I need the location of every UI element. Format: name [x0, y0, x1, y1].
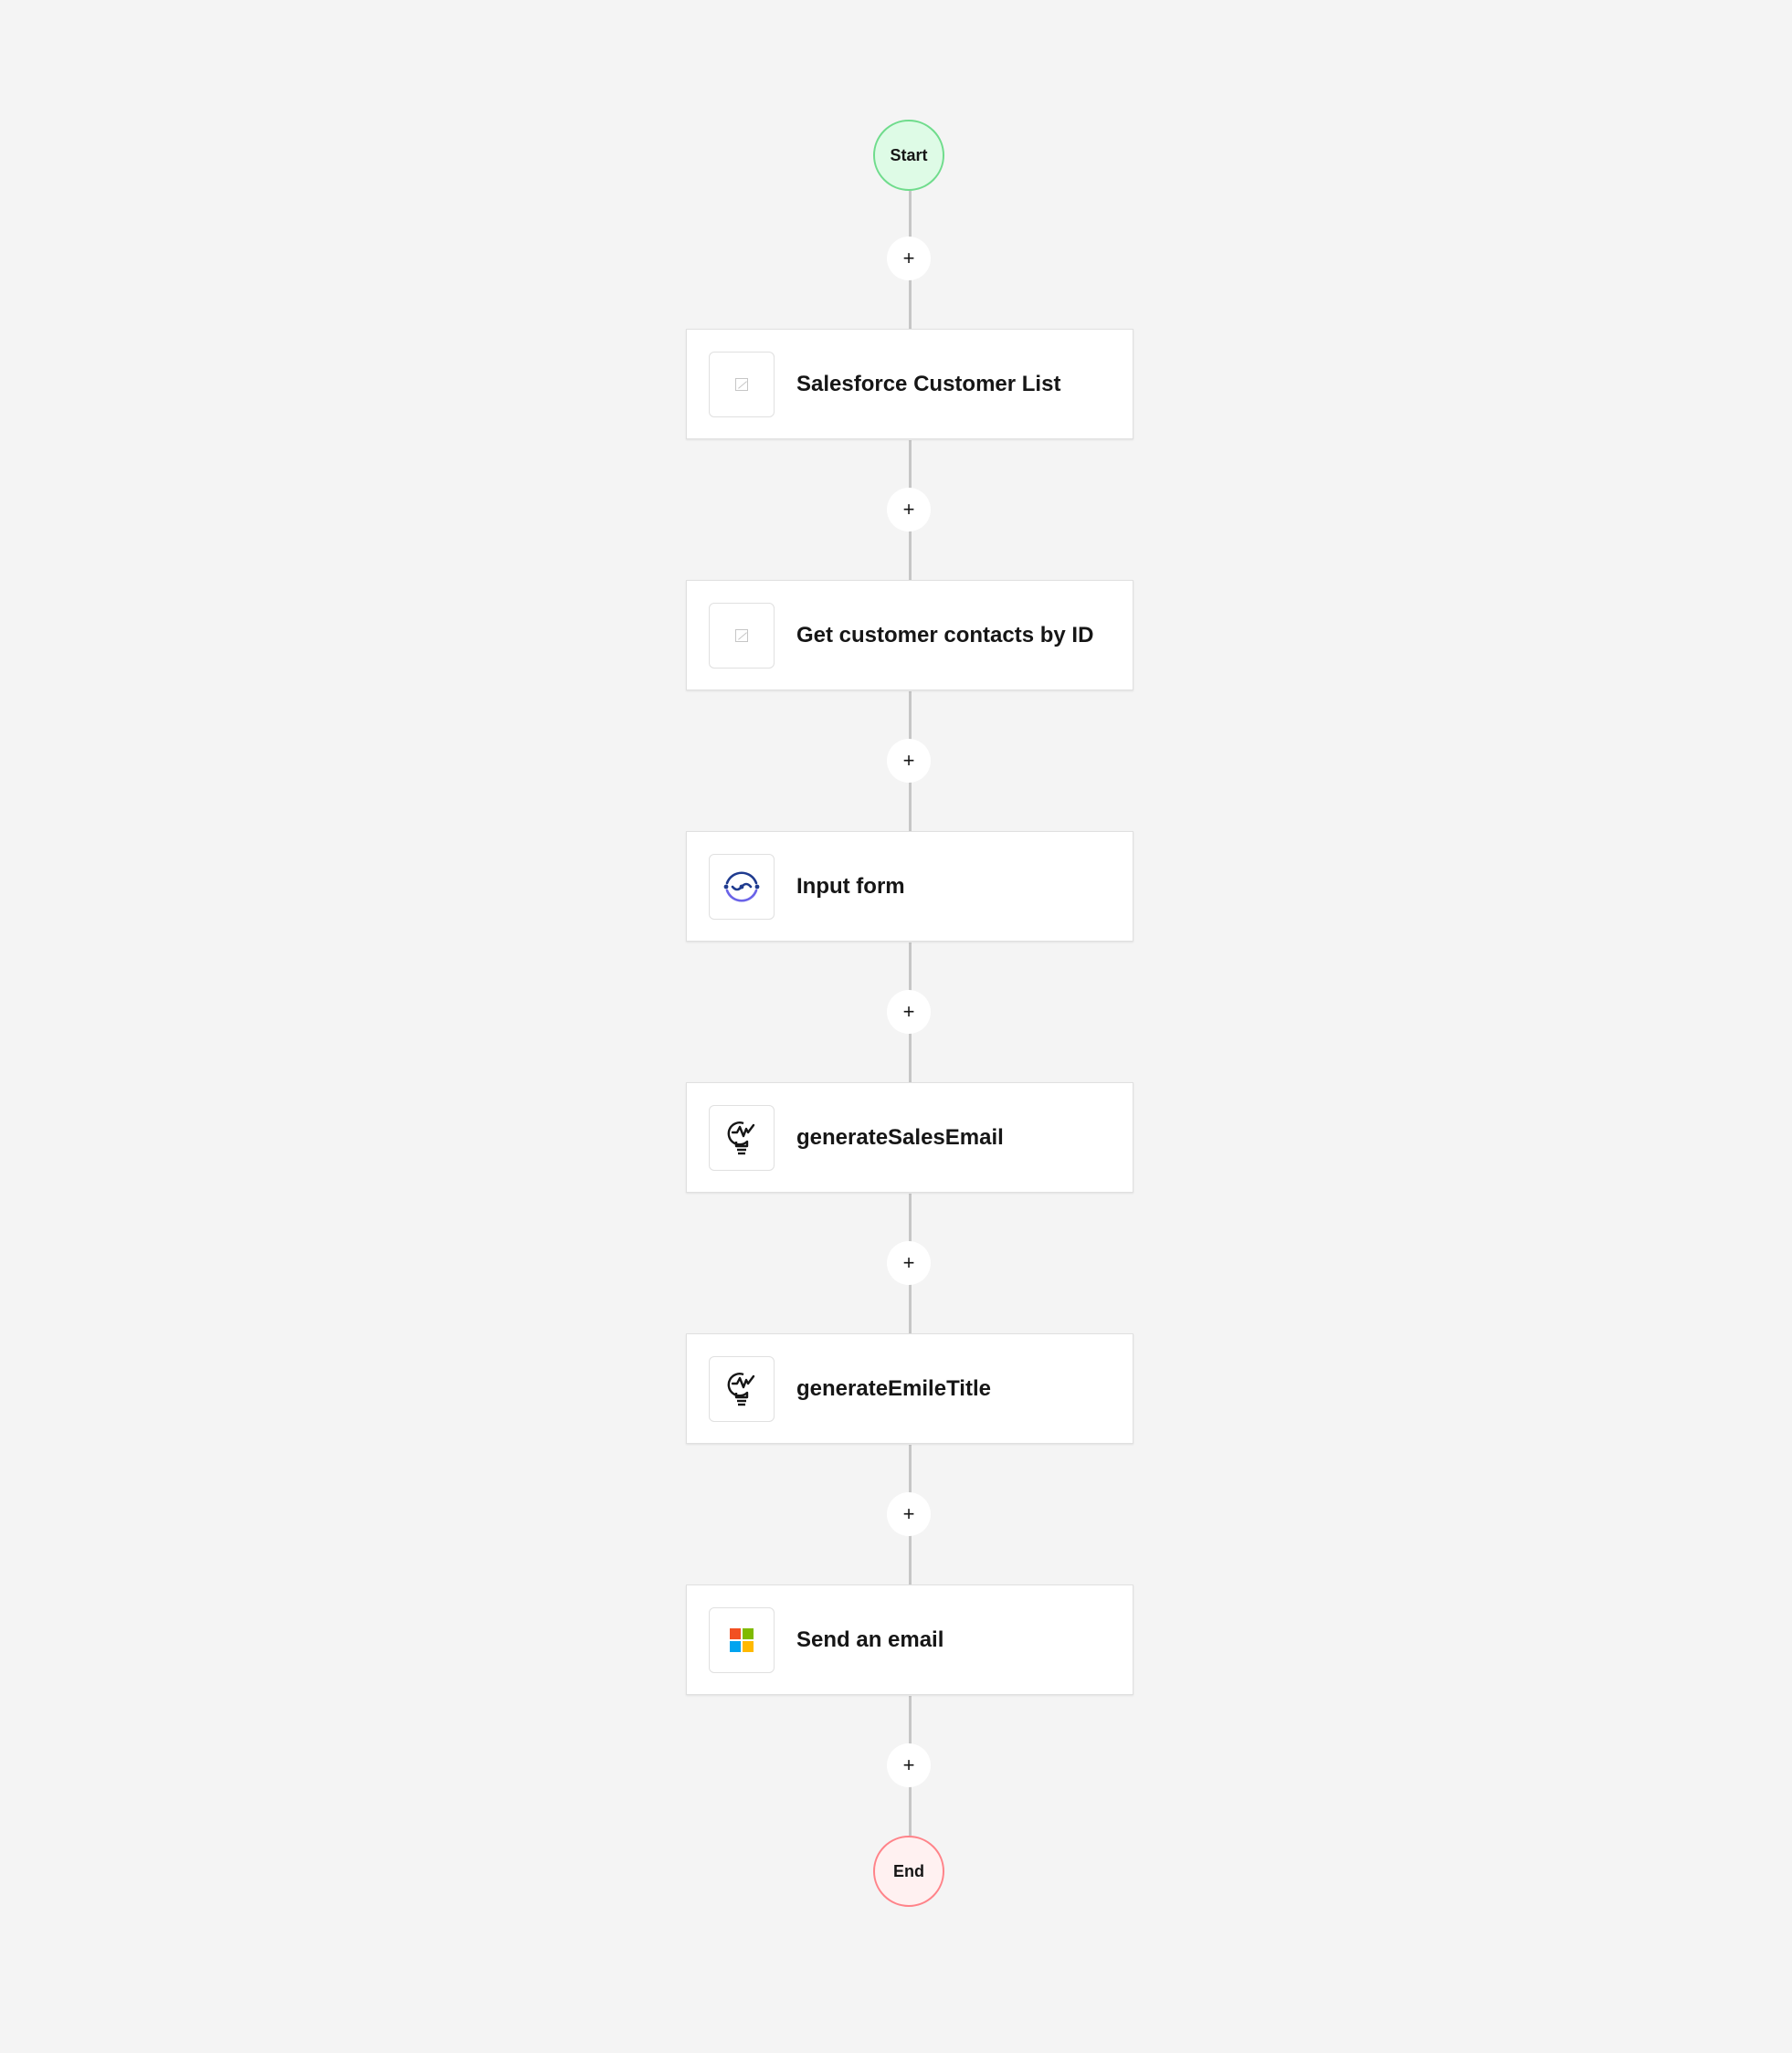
input-form-icon [709, 853, 775, 920]
plus-icon: + [902, 498, 915, 521]
step-label: Input form [796, 873, 905, 899]
plus-icon: + [902, 1502, 915, 1525]
lightbulb-icon [709, 1104, 775, 1171]
add-step-button[interactable]: + [887, 990, 931, 1034]
step-label: generateEmileTitle [796, 1375, 991, 1401]
add-step-button[interactable]: + [887, 1743, 931, 1787]
step-node-generate-sales-email[interactable]: generateSalesEmail [686, 1082, 1133, 1193]
step-node-salesforce-customer-list[interactable]: Salesforce Customer List [686, 329, 1133, 439]
add-step-button[interactable]: + [887, 739, 931, 783]
end-label: End [893, 1861, 924, 1880]
broken-image-icon [709, 602, 775, 669]
end-node: End [873, 1836, 944, 1907]
step-node-generate-emile-title[interactable]: generateEmileTitle [686, 1333, 1133, 1444]
add-step-button[interactable]: + [887, 237, 931, 280]
add-step-button[interactable]: + [887, 488, 931, 532]
step-node-send-an-email[interactable]: Send an email [686, 1584, 1133, 1695]
plus-icon: + [902, 1000, 915, 1023]
add-step-button[interactable]: + [887, 1241, 931, 1285]
step-label: Get customer contacts by ID [796, 622, 1094, 647]
step-label: Salesforce Customer List [796, 371, 1061, 396]
plus-icon: + [902, 1251, 915, 1274]
step-label: Send an email [796, 1627, 944, 1652]
microsoft-icon [709, 1606, 775, 1673]
step-node-get-customer-contacts[interactable]: Get customer contacts by ID [686, 580, 1133, 690]
plus-icon: + [902, 1753, 915, 1776]
plus-icon: + [902, 247, 915, 269]
plus-icon: + [902, 749, 915, 772]
step-node-input-form[interactable]: Input form [686, 831, 1133, 942]
step-label: generateSalesEmail [796, 1124, 1004, 1150]
broken-image-icon [709, 351, 775, 417]
start-label: Start [890, 145, 928, 164]
lightbulb-icon [709, 1355, 775, 1422]
add-step-button[interactable]: + [887, 1492, 931, 1536]
start-node: Start [873, 120, 944, 191]
